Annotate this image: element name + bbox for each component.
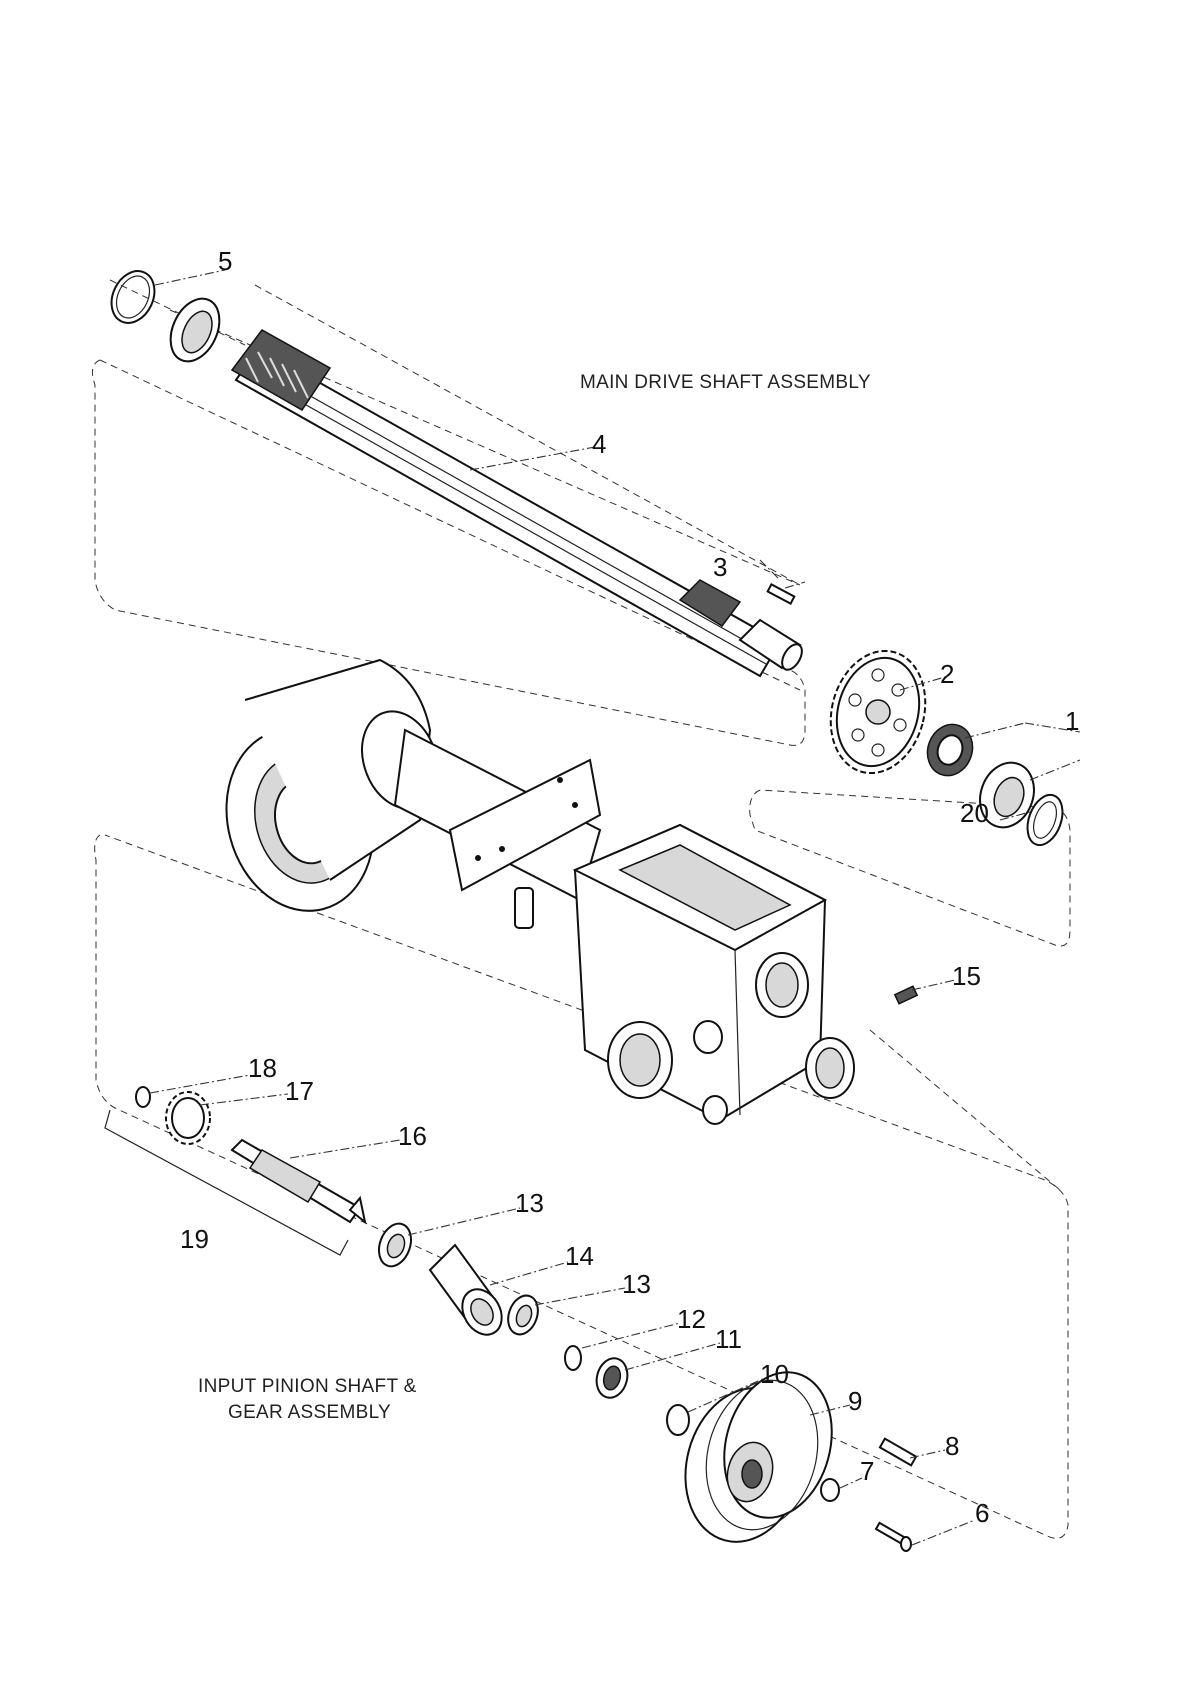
callout-5: 5 <box>218 246 232 276</box>
part-10-washer <box>667 1405 689 1435</box>
callout-4: 4 <box>592 429 606 459</box>
part-12-snap-ring <box>565 1346 581 1370</box>
callout-8: 8 <box>945 1431 959 1461</box>
part-13-thrust-washer-upper <box>373 1219 416 1271</box>
callout-13-upper: 13 <box>515 1188 544 1218</box>
callout-20: 20 <box>960 798 989 828</box>
callout-13-lower: 13 <box>622 1269 651 1299</box>
callout-12: 12 <box>677 1304 706 1334</box>
callout-9: 9 <box>848 1386 862 1416</box>
callout-6: 6 <box>975 1498 989 1528</box>
part-17-pinion-gear <box>166 1092 210 1144</box>
callout-14: 14 <box>565 1241 594 1271</box>
callout-2: 2 <box>940 659 954 689</box>
part-14-bushing <box>430 1245 510 1342</box>
part-7-washer <box>821 1479 839 1501</box>
callout-19: 19 <box>180 1224 209 1254</box>
callout-11: 11 <box>715 1324 742 1354</box>
caption-input-pinion-line1: INPUT PINION SHAFT & <box>198 1376 417 1397</box>
part-16-input-pinion-shaft <box>232 1140 365 1222</box>
part-2-gear <box>818 640 939 784</box>
callout-18: 18 <box>248 1053 277 1083</box>
gear-housing <box>207 660 854 1124</box>
bearing-cup <box>161 291 229 369</box>
callout-17: 17 <box>285 1076 314 1106</box>
caption-main-drive-shaft: MAIN DRIVE SHAFT ASSEMBLY <box>580 372 871 393</box>
part-6-screw <box>876 1523 911 1551</box>
callout-15: 15 <box>952 961 981 991</box>
part-11-bearing <box>592 1355 631 1401</box>
part-13-thrust-washer-lower <box>503 1291 543 1338</box>
part-15-set-screw <box>870 986 1060 1190</box>
part-9-pulley <box>669 1360 848 1555</box>
part-3-pin <box>768 584 795 603</box>
part-18-snap-ring <box>136 1087 150 1107</box>
callout-7: 7 <box>860 1456 874 1486</box>
callout-16: 16 <box>398 1121 427 1151</box>
callout-10: 10 <box>760 1359 789 1389</box>
caption-input-pinion-line2: GEAR ASSEMBLY <box>228 1402 391 1423</box>
callout-3: 3 <box>713 552 727 582</box>
callout-1: 1 <box>1065 706 1079 736</box>
